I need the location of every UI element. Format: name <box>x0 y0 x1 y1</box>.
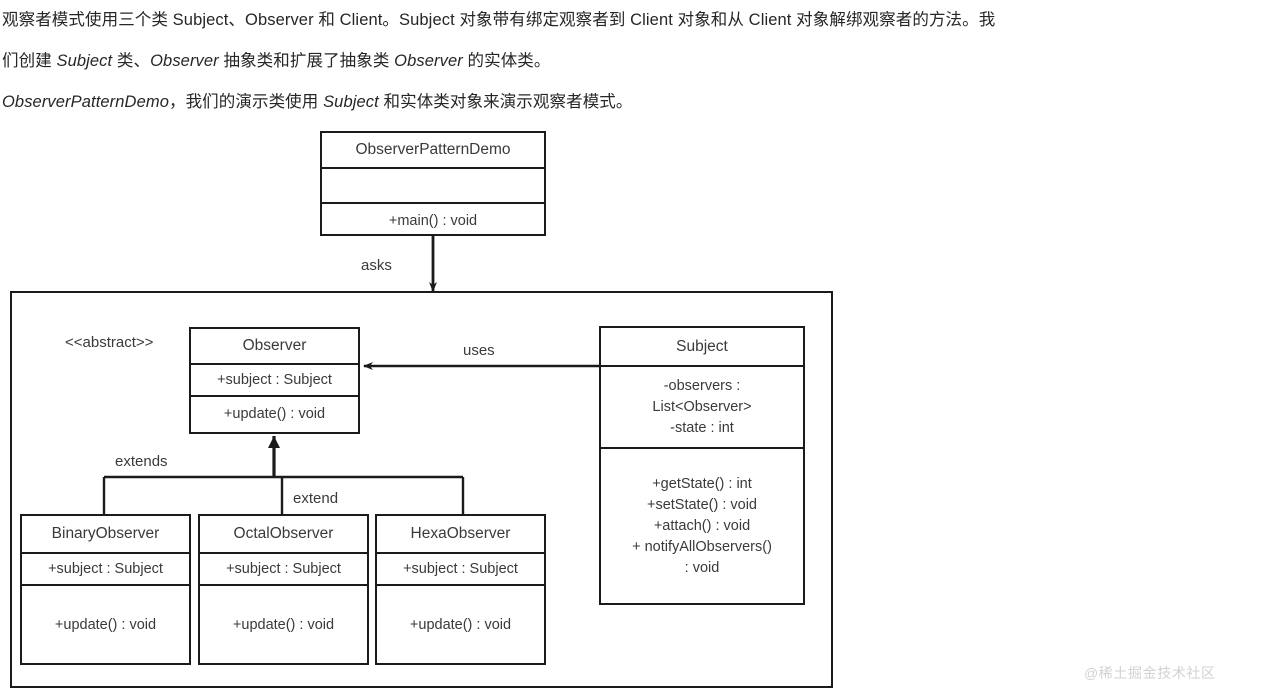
text-run: 和实体类对象来演示观察者模式。 <box>378 93 633 111</box>
text-run: 们创建 <box>2 52 57 70</box>
operation-item: +update() : void <box>54 617 157 633</box>
operation-item: : void <box>684 559 720 576</box>
relation-label-uses: uses <box>463 342 495 359</box>
paragraph-3-text: ObserverPatternDemo，我们的演示类使用 Subject 和实体… <box>2 93 633 111</box>
class-operations-subject: +getState() : int +setState() : void +at… <box>601 449 803 603</box>
class-name-emphasis: Subject <box>56 52 113 70</box>
class-operations-octalobserver: +update() : void <box>200 586 367 665</box>
watermark: @稀土掘金技术社区 <box>1084 665 1216 681</box>
article-text: 观察者模式使用三个类 Subject、Observer 和 Client。Sub… <box>0 0 1261 123</box>
text-run: 观察者模式使用三个类 Subject、Observer 和 Client。Sub… <box>2 11 996 29</box>
package-frame <box>10 291 833 688</box>
class-attributes-octalobserver: +subject : Subject <box>200 554 367 586</box>
attribute-item: -state : int <box>670 419 734 436</box>
class-name-octalobserver: OctalObserver <box>200 516 367 554</box>
paragraph-2-text: 们创建 Subject 类、Observer 抽象类和扩展了抽象类 Observ… <box>2 52 551 70</box>
class-box-hexaobserver[interactable]: HexaObserver +subject : Subject +update(… <box>375 514 546 665</box>
class-attributes-subject: -observers : List<Observer> -state : int <box>601 367 803 449</box>
text-run: 的实体类。 <box>462 52 551 70</box>
class-operations-observer: +update() : void <box>191 397 358 431</box>
text-run: ，我们的演示类使用 <box>168 93 324 111</box>
class-attributes-observerpatterndemo <box>322 169 544 204</box>
class-box-observer[interactable]: Observer +subject : Subject +update() : … <box>189 327 360 434</box>
class-name-emphasis: ObserverPatternDemo <box>2 93 169 111</box>
class-name-hexaobserver: HexaObserver <box>377 516 544 554</box>
stereotype-abstract-label: <<abstract>> <box>65 334 154 351</box>
operation-item: +getState() : int <box>652 475 752 492</box>
class-name-observer: Observer <box>191 329 358 365</box>
operation-item: +setState() : void <box>646 496 757 513</box>
class-box-binaryobserver[interactable]: BinaryObserver +subject : Subject +updat… <box>20 514 191 665</box>
paragraph-1: 观察者模式使用三个类 Subject、Observer 和 Client。Sub… <box>0 0 1261 41</box>
class-operations-binaryobserver: +update() : void <box>22 586 189 665</box>
relation-label-extends: extends <box>115 453 168 470</box>
class-name-emphasis: Subject <box>323 93 379 111</box>
text-run: 抽象类和扩展了抽象类 <box>218 52 395 70</box>
attribute-item: List<Observer> <box>652 398 752 415</box>
attribute-item: -observers : <box>663 377 741 394</box>
class-box-octalobserver[interactable]: OctalObserver +subject : Subject +update… <box>198 514 369 665</box>
operation-item: +update() : void <box>232 617 335 633</box>
paragraph-2: 们创建 Subject 类、Observer 抽象类和扩展了抽象类 Observ… <box>0 41 1261 82</box>
class-operations-hexaobserver: +update() : void <box>377 586 544 665</box>
class-name-binaryobserver: BinaryObserver <box>22 516 189 554</box>
class-attributes-hexaobserver: +subject : Subject <box>377 554 544 586</box>
operation-item: +main() : void <box>388 212 478 229</box>
operation-item: +attach() : void <box>653 517 751 534</box>
paragraph-1-text: 观察者模式使用三个类 Subject、Observer 和 Client。Sub… <box>2 11 995 29</box>
paragraph-3: ObserverPatternDemo，我们的演示类使用 Subject 和实体… <box>0 82 1261 123</box>
relation-label-extend: extend <box>293 490 339 507</box>
class-box-observerpatterndemo[interactable]: ObserverPatternDemo +main() : void <box>320 131 546 236</box>
operation-item: + notifyAllObservers() <box>632 538 772 555</box>
class-attributes-binaryobserver: +subject : Subject <box>22 554 189 586</box>
class-operations-observerpatterndemo: +main() : void <box>322 204 544 238</box>
class-name-emphasis: Observer <box>394 52 463 70</box>
text-run: 类、 <box>112 52 151 70</box>
class-attributes-observer: +subject : Subject <box>191 365 358 397</box>
class-name-emphasis: Observer <box>150 52 219 70</box>
class-name-subject: Subject <box>601 328 803 367</box>
operation-item: +update() : void <box>409 617 512 633</box>
operation-item: +update() : void <box>223 405 326 422</box>
class-box-subject[interactable]: Subject -observers : List<Observer> -sta… <box>599 326 805 605</box>
class-name-observerpatterndemo: ObserverPatternDemo <box>322 133 544 169</box>
relation-label-asks: asks <box>361 257 392 274</box>
